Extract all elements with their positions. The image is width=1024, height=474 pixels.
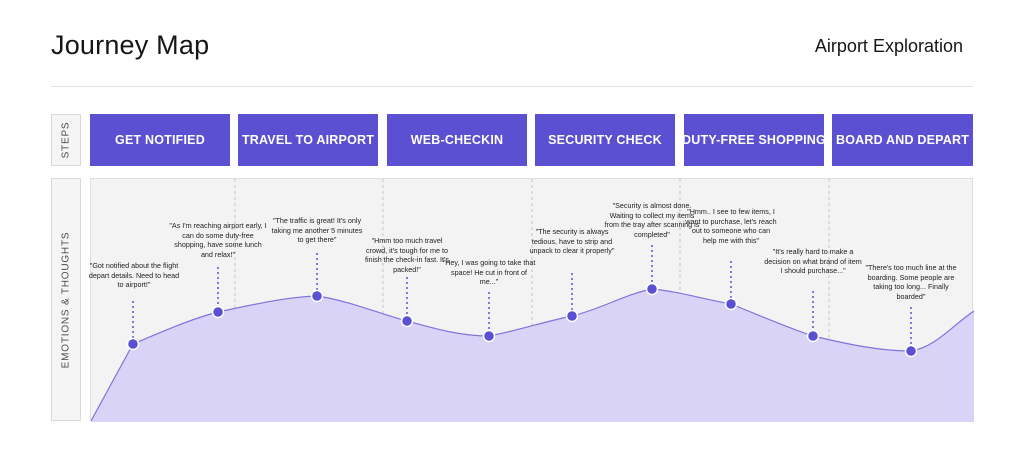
step-travel-to-airport: TRAVEL TO AIRPORT — [238, 114, 378, 166]
emotion-point — [565, 309, 579, 323]
emotion-point — [482, 329, 496, 343]
step-web-checkin: WEB-CHECKIN — [387, 114, 527, 166]
thought-3: "The traffic is great! It's only taking … — [271, 216, 363, 245]
emotion-points — [126, 282, 918, 358]
emotion-curve-chart — [91, 179, 974, 422]
step-get-notified: GET NOTIFIED — [90, 114, 230, 166]
emotions-label-text: Emotions & Thoughts — [60, 231, 72, 368]
emotion-point — [806, 329, 820, 343]
thought-8: "Hmm.. I see to few items, I want to pur… — [685, 207, 777, 245]
emotion-point — [400, 314, 414, 328]
step-duty-free-shopping: DUTY-FREE SHOPPING — [682, 114, 826, 166]
thought-9: "It's really hard to make a decision on … — [764, 247, 862, 276]
emotion-point — [126, 337, 140, 351]
thought-10: "There's too much line at the boarding. … — [865, 263, 957, 301]
emotion-point — [904, 344, 918, 358]
header-divider — [51, 86, 973, 87]
step-security-check: SECURITY CHECK — [535, 114, 675, 166]
steps-label-text: Steps — [60, 121, 72, 159]
emotion-point — [310, 289, 324, 303]
thought-4: "Hmm too much travel crowd, it's tough f… — [364, 236, 450, 274]
emotions-row-label: Emotions & Thoughts — [51, 178, 81, 421]
emotion-point — [645, 282, 659, 296]
steps-row-label: Steps — [51, 114, 81, 166]
emotion-chart-area: "Got notified about the flight depart de… — [89, 178, 974, 422]
emotion-curve-fill — [91, 289, 974, 422]
thought-7: "Security is almost done. Waiting to col… — [604, 201, 700, 239]
page-subtitle: Airport Exploration — [814, 36, 963, 56]
emotion-point — [211, 305, 225, 319]
emotion-curve-line — [91, 288, 974, 422]
emotion-point — [724, 297, 738, 311]
page-title: Journey Map — [51, 30, 210, 60]
connector-lines — [132, 245, 912, 346]
thought-1: "Got notified about the flight depart de… — [88, 261, 180, 290]
step-board-and-depart: BOARD AND DEPART — [832, 114, 973, 166]
thought-2: "As I'm reaching airport early, I can do… — [169, 221, 267, 259]
thought-5: "Hey, I was going to take that space! He… — [442, 258, 536, 287]
thought-6: "The security is always tedious, have to… — [529, 227, 615, 256]
